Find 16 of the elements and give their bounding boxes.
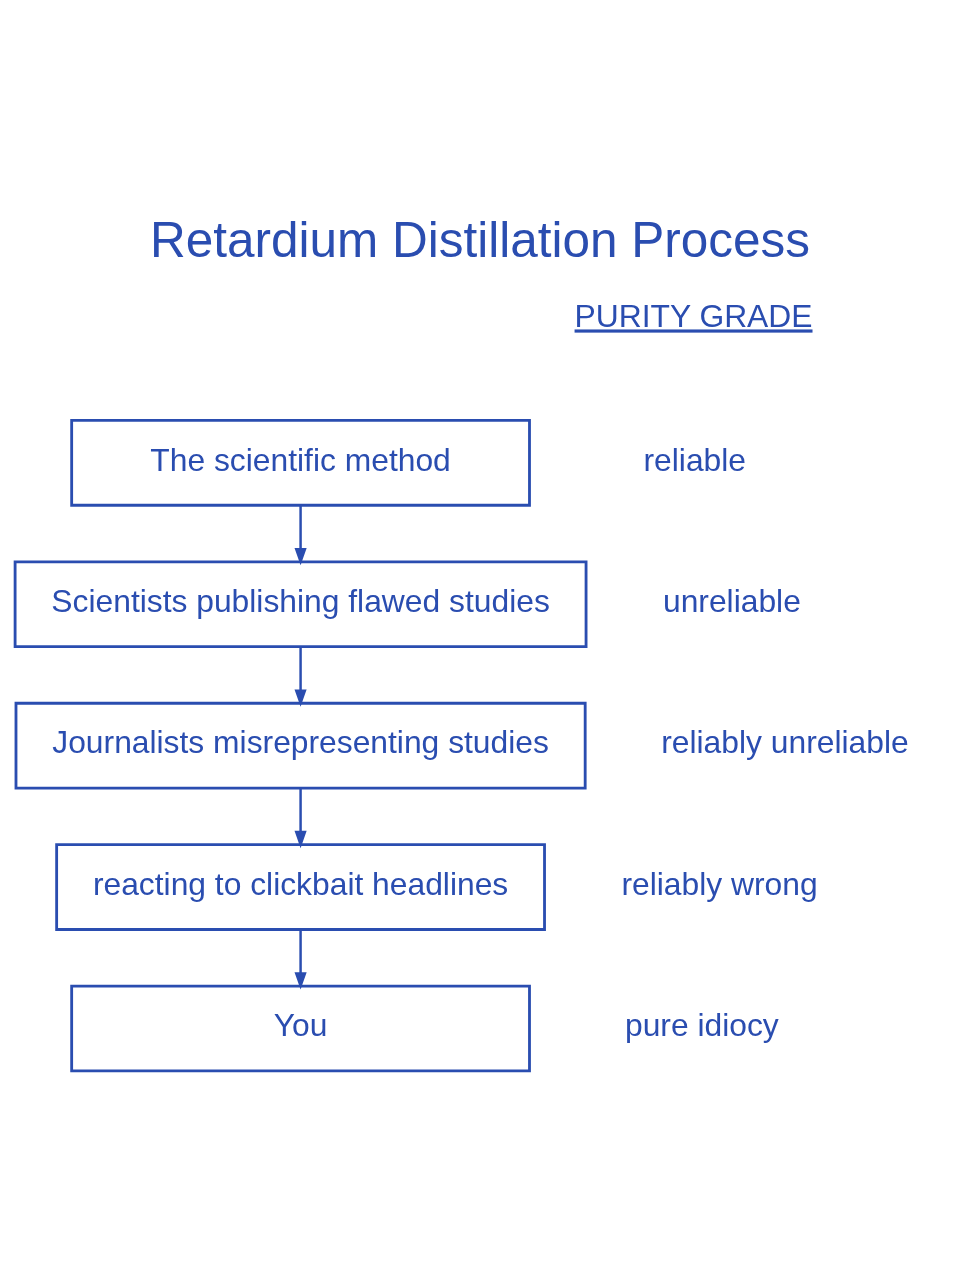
arrow	[294, 929, 307, 990]
node-box: Journalists misrepresenting studies	[14, 701, 587, 789]
diagram-title: Retardium Distillation Process	[149, 211, 811, 267]
arrow	[294, 646, 307, 707]
node-box: The scientific method	[70, 418, 531, 507]
node-label: unreliable	[662, 582, 801, 619]
node-label: pure idiocy	[624, 1006, 779, 1043]
arrow	[294, 788, 307, 848]
label: PURITY GRADE	[574, 297, 813, 334]
node-label: reliably wrong	[621, 865, 818, 902]
node-box: Scientists publishing flawed studies	[13, 559, 588, 648]
node-box: reacting to clickbait headlines	[55, 842, 546, 931]
arrow	[294, 505, 307, 565]
node-label: reliable	[643, 441, 747, 478]
node-box: You	[70, 984, 531, 1072]
node-label: reliably unreliable	[661, 723, 909, 760]
